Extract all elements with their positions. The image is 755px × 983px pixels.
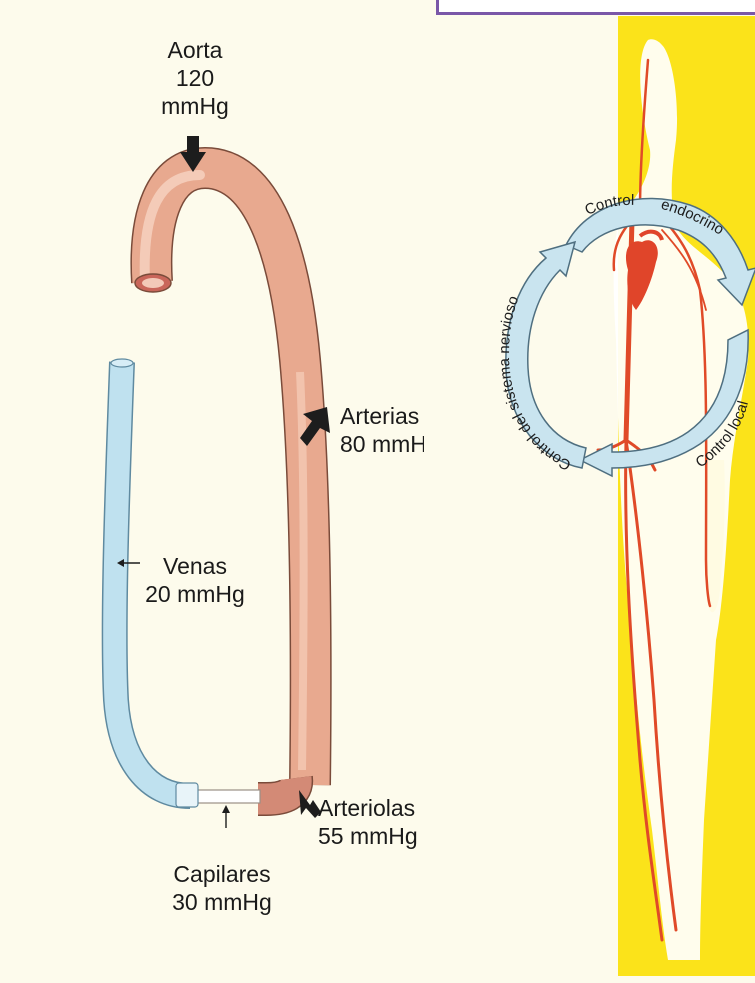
aorta-name: Aorta: [140, 36, 250, 64]
venas-name: Venas: [140, 552, 250, 580]
arteriolas-pressure: 55 mmHg: [318, 822, 428, 850]
venas-label-group: Venas 20 mmHg: [140, 552, 250, 608]
aorta-label-group: Aorta 120 mmHg: [140, 36, 250, 120]
capilares-pressure: 30 mmHg: [162, 888, 282, 916]
arteriolas-label-group: Arteriolas 55 mmHg: [318, 794, 428, 850]
capilares-name: Capilares: [162, 860, 282, 888]
arterias-label-group: Arterias 80 mmHg: [340, 402, 424, 458]
aorta-pressure: 120 mmHg: [140, 64, 250, 120]
arteriolas-name: Arteriolas: [318, 794, 428, 822]
venas-pressure: 20 mmHg: [140, 580, 250, 608]
capilares-label-group: Capilares 30 mmHg: [162, 860, 282, 916]
control-sistema-nervioso-arrow: [506, 242, 586, 468]
arterias-pressure: 80 mmHg: [340, 430, 424, 458]
arterias-name: Arterias: [340, 402, 424, 430]
